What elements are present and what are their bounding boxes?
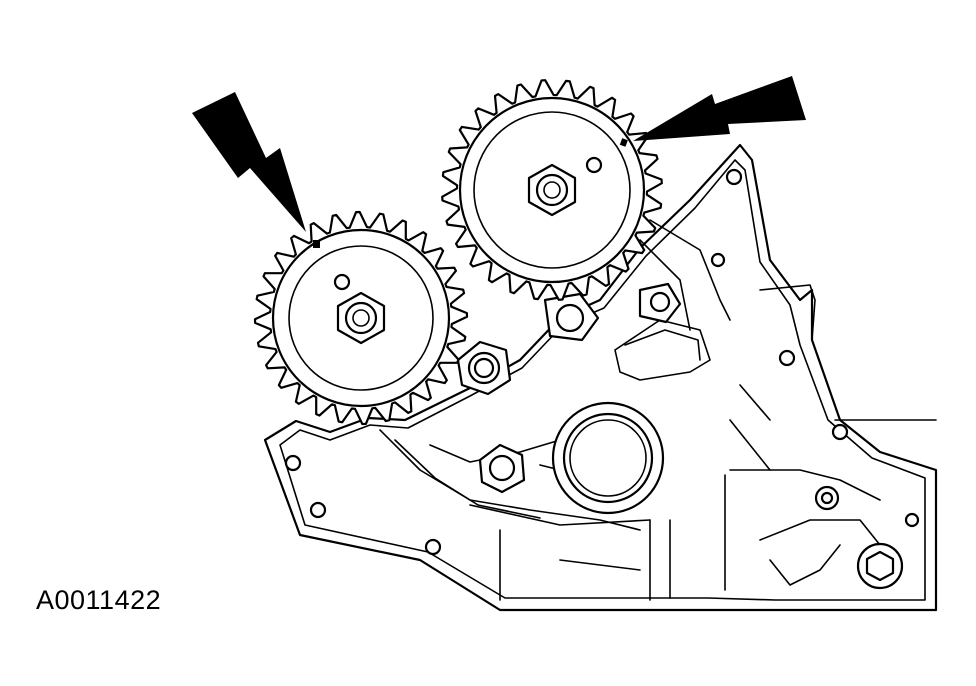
left-timing-arrow	[192, 92, 306, 232]
left-camshaft-sprocket	[253, 210, 469, 426]
cam-bore	[551, 401, 665, 515]
left-timing-mark	[313, 240, 320, 248]
right-timing-mark	[619, 138, 628, 147]
right-camshaft-sprocket	[441, 79, 663, 301]
hex-bolt	[856, 542, 904, 590]
mounting-bosses	[456, 282, 682, 494]
bolt-holes	[284, 168, 920, 556]
right-timing-arrow	[633, 76, 806, 141]
figure-id-label: A0011422	[36, 585, 162, 615]
